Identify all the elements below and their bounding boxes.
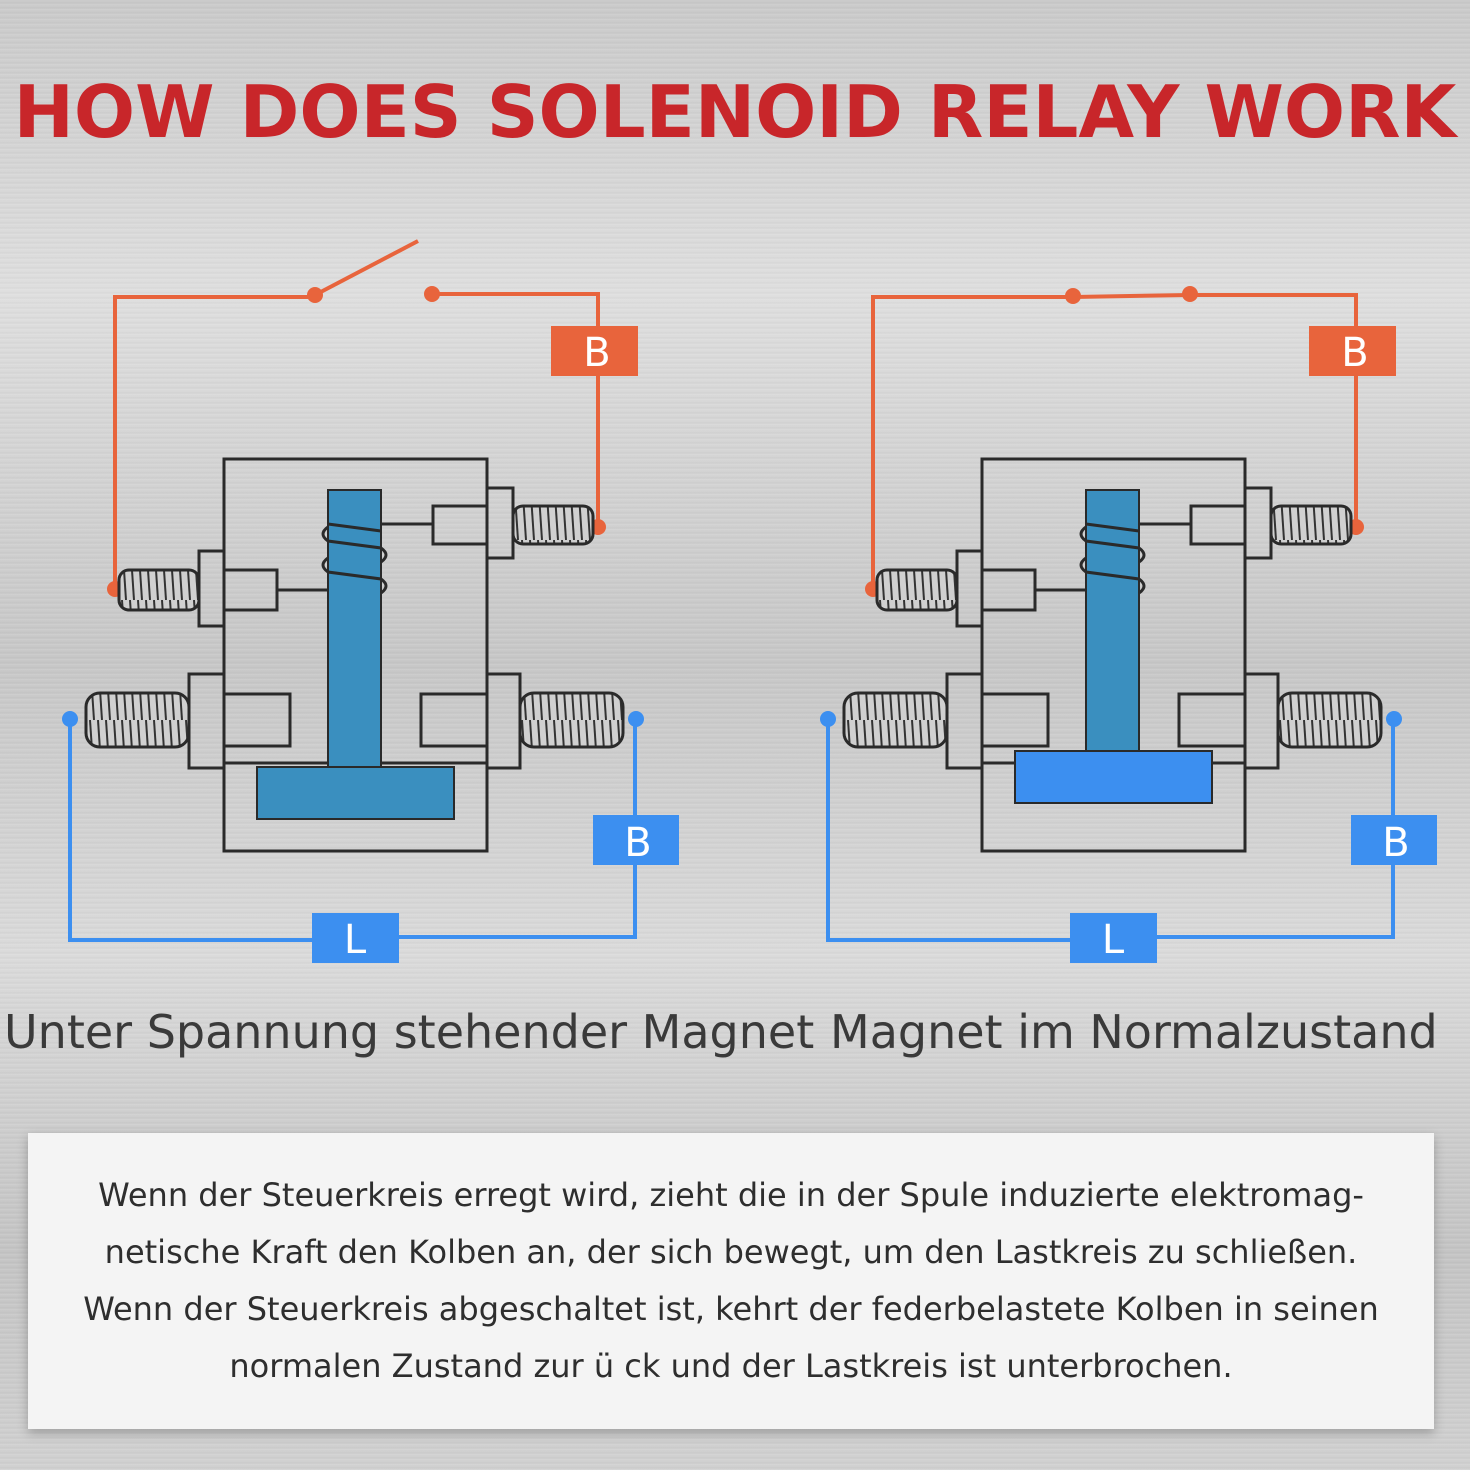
small-stud [1269, 504, 1353, 546]
load-label-l-badge: L [1070, 913, 1157, 963]
load-circuit [68, 719, 637, 942]
load-label-b: B [1382, 820, 1409, 866]
terminal-dot [1386, 711, 1402, 727]
small-stud [117, 568, 201, 612]
caption-energized: Unter Spannung stehender Magnet [4, 1005, 815, 1059]
page-title: HOW DOES SOLENOID RELAY WORK [13, 70, 1457, 154]
load-label-l-badge: L [312, 913, 399, 963]
caption-normal: Magnet im Normalzustand [830, 1005, 1438, 1059]
load-label-b-badge: B [593, 815, 679, 866]
small-stud [875, 568, 959, 612]
relay-diagrams: B B L [62, 239, 1437, 963]
large-stud [842, 691, 949, 749]
large-stud [1276, 691, 1383, 749]
load-label-l: L [1102, 917, 1125, 963]
load-circuit [826, 719, 1395, 942]
terminal-dot [62, 711, 78, 727]
control-label-badge: B [551, 326, 638, 376]
switch-contact [307, 287, 323, 303]
large-stud [84, 691, 191, 749]
terminal-dot [628, 711, 644, 727]
switch-contact [1065, 288, 1081, 304]
relay-diagram-normal: B B L [820, 286, 1437, 963]
description-box: Wenn der Steuerkreis erregt wird, zieht … [28, 1133, 1434, 1429]
control-label: B [583, 330, 610, 376]
relay-body [187, 457, 522, 853]
small-stud [511, 504, 595, 546]
switch-contact [424, 286, 440, 302]
switch-contact [1182, 286, 1198, 302]
load-label-b: B [624, 820, 651, 866]
coil-spring [1079, 522, 1146, 595]
load-label-l: L [344, 917, 367, 963]
description-text: Wenn der Steuerkreis erregt wird, zieht … [83, 1176, 1379, 1385]
coil-spring [321, 522, 388, 595]
terminal-dot [820, 711, 836, 727]
large-stud [518, 691, 625, 749]
switch-lever-open [314, 239, 419, 297]
load-label-b-badge: B [1351, 815, 1437, 866]
plunger [1014, 489, 1213, 804]
relay-diagram-energized: B B L [62, 239, 679, 963]
control-circuit [113, 239, 600, 588]
control-label: B [1341, 330, 1368, 376]
control-label-badge: B [1309, 326, 1396, 376]
plunger [256, 489, 455, 820]
